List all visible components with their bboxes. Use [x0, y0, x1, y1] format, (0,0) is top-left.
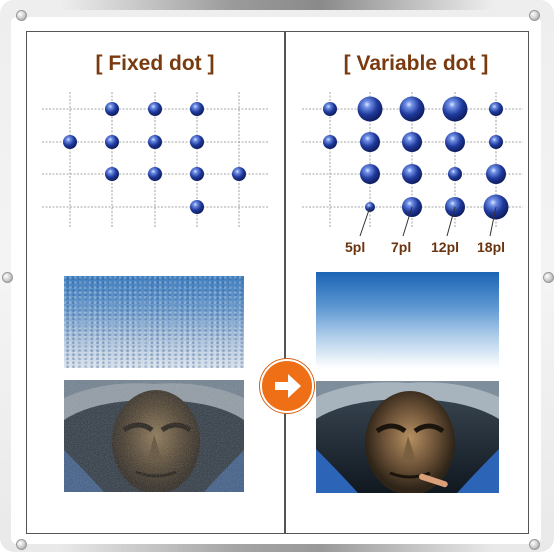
- variable-dot-portrait-image: [316, 381, 499, 493]
- ink-dot: [360, 164, 380, 184]
- rivet-icon: [2, 272, 13, 283]
- ink-dot: [190, 102, 204, 116]
- ink-dot: [323, 102, 337, 116]
- ink-dot: [190, 200, 204, 214]
- fixed-dot-portrait-image: [64, 380, 244, 492]
- variable-dot-gradient-image: [316, 272, 499, 368]
- frame-highlight-bottom: [60, 544, 494, 552]
- ink-dot: [402, 164, 422, 184]
- ink-dot: [448, 167, 462, 181]
- size-label-12pl: 12pl: [431, 239, 460, 255]
- size-label-7pl: 7pl: [391, 239, 412, 255]
- fixed-dot-grid: [42, 92, 268, 228]
- size-label-5pl: 5pl: [345, 239, 366, 255]
- ink-dot: [486, 164, 506, 184]
- variable-dot-title: [ Variable dot ]: [343, 52, 489, 75]
- leader-line: [446, 206, 456, 237]
- ink-dot: [323, 135, 337, 149]
- rivet-icon: [529, 10, 540, 21]
- ink-dot: [399, 96, 425, 122]
- ink-dot: [105, 135, 119, 149]
- size-label-18pl: 18pl: [477, 239, 506, 255]
- leader-line: [402, 206, 413, 237]
- ink-dot: [402, 132, 422, 152]
- arrow-right-icon: [260, 359, 314, 413]
- leader-line: [489, 206, 497, 237]
- ink-dot: [105, 102, 119, 116]
- ink-dot: [190, 167, 204, 181]
- ink-dot: [148, 102, 162, 116]
- rivet-icon: [529, 539, 540, 550]
- rivet-icon: [16, 10, 27, 21]
- ink-dot: [489, 135, 503, 149]
- rivet-icon: [16, 539, 27, 550]
- fixed-dot-gradient-image: [64, 276, 244, 368]
- ink-dot: [360, 132, 380, 152]
- ink-dot: [190, 135, 204, 149]
- ink-dot: [489, 102, 503, 116]
- ink-dot: [105, 167, 119, 181]
- ink-dot: [232, 167, 246, 181]
- ink-dot: [63, 135, 77, 149]
- ink-dot: [148, 135, 162, 149]
- frame-highlight-top: [60, 0, 494, 10]
- fixed-dot-title: [ Fixed dot ]: [95, 52, 215, 75]
- ink-dot: [442, 96, 468, 122]
- ink-dot: [357, 96, 383, 122]
- leader-line: [359, 206, 371, 237]
- ink-dot: [148, 167, 162, 181]
- panel-divider: [284, 31, 286, 534]
- ink-dot: [445, 132, 465, 152]
- variable-dot-grid: [302, 92, 523, 237]
